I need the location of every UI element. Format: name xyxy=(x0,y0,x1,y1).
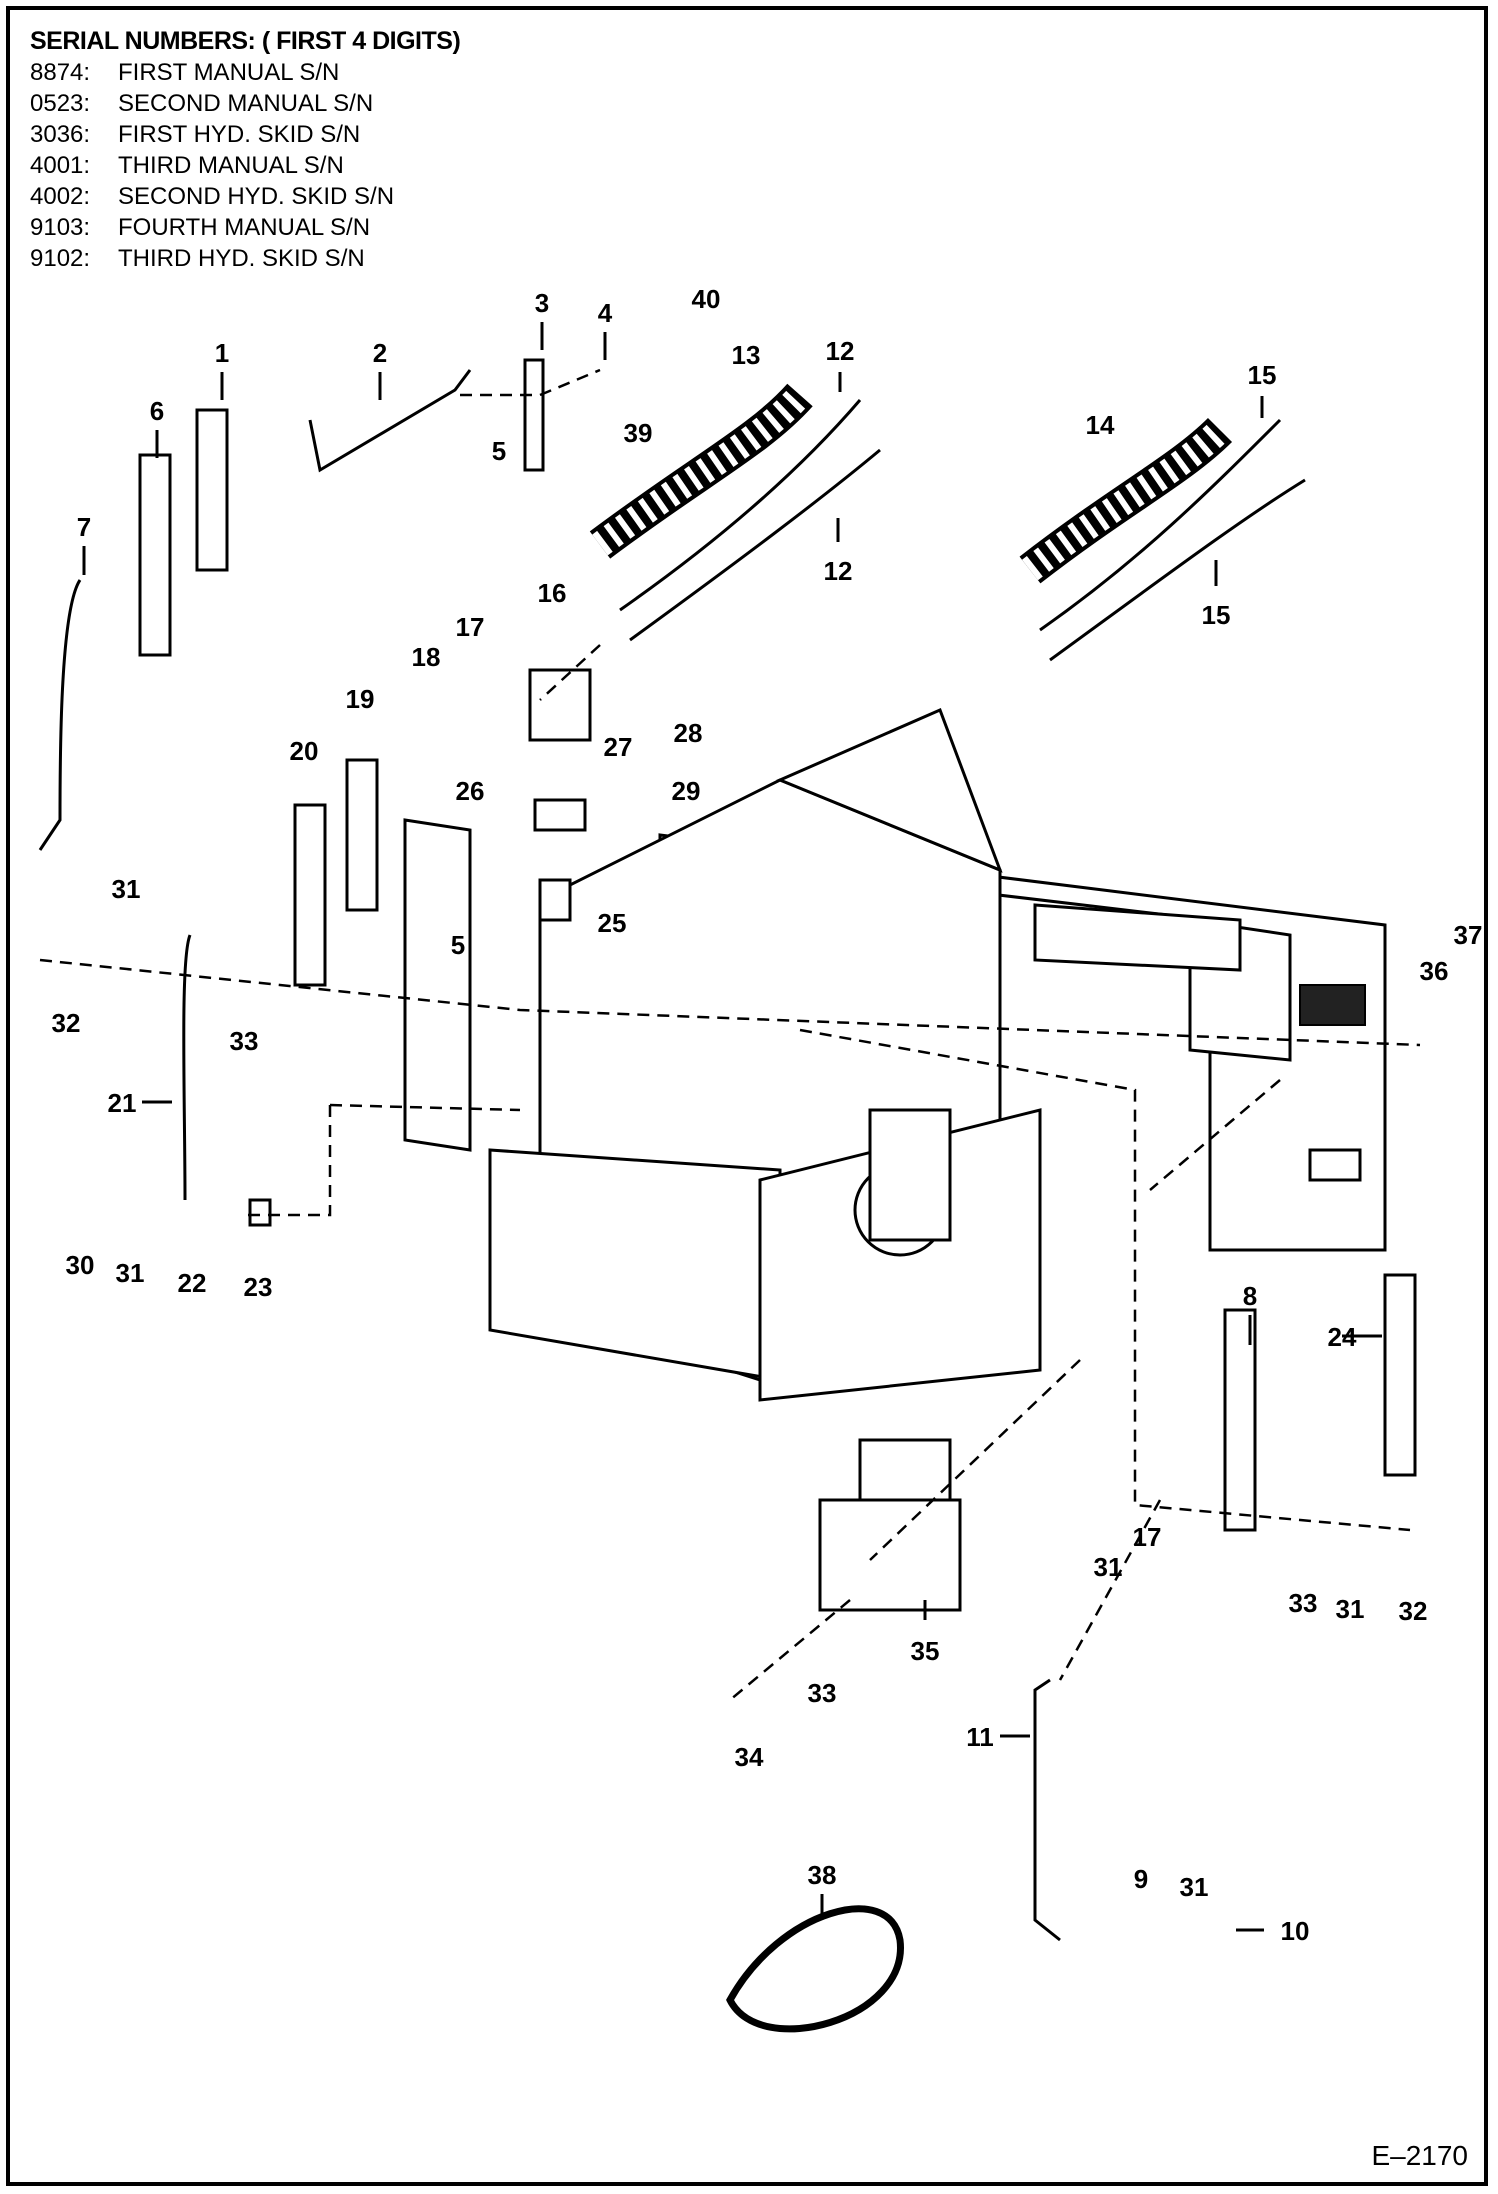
callout-14: 14 xyxy=(1086,410,1115,440)
serial-code: 3036: xyxy=(30,121,91,148)
callout-15: 15 xyxy=(1202,600,1231,630)
serial-code: 0523: xyxy=(30,90,91,117)
callout-35: 35 xyxy=(911,1636,940,1666)
callout-15: 15 xyxy=(1248,360,1277,390)
serial-desc: FIRST MANUAL S/N xyxy=(118,59,340,86)
callout-2: 2 xyxy=(373,338,387,368)
callout-37: 37 xyxy=(1454,920,1483,950)
callout-6: 6 xyxy=(150,396,164,426)
callout-12: 12 xyxy=(826,336,855,366)
callout-3: 3 xyxy=(535,288,549,318)
callout-30: 30 xyxy=(66,1250,95,1280)
serial-desc: THIRD HYD. SKID S/N xyxy=(118,245,365,272)
serial-code: 4002: xyxy=(30,183,91,210)
serial-number-legend: SERIAL NUMBERS: ( FIRST 4 DIGITS) 8874: F… xyxy=(30,26,461,274)
serial-row: 9103: FOURTH MANUAL S/N xyxy=(30,212,460,243)
serial-row: 0523: SECOND MANUAL S/N xyxy=(30,88,460,119)
callout-21: 21 xyxy=(108,1088,137,1118)
callout-32: 32 xyxy=(1399,1596,1428,1626)
serial-row: 8874: FIRST MANUAL S/N xyxy=(30,57,460,88)
serial-row: 3036: FIRST HYD. SKID S/N xyxy=(30,119,460,150)
callout-26: 26 xyxy=(456,776,485,806)
callout-38: 38 xyxy=(808,1860,837,1890)
callout-22: 22 xyxy=(178,1268,207,1298)
callout-20: 20 xyxy=(290,736,319,766)
callout-4: 4 xyxy=(598,298,613,328)
callout-5: 5 xyxy=(492,436,506,466)
serial-row: 4002: SECOND HYD. SKID S/N xyxy=(30,181,460,212)
callout-31: 31 xyxy=(1336,1594,1365,1624)
callout-33: 33 xyxy=(1289,1588,1318,1618)
callout-25: 25 xyxy=(598,908,627,938)
callout-31: 31 xyxy=(116,1258,145,1288)
main-housing xyxy=(403,707,1387,1402)
small-parts xyxy=(38,358,1417,2033)
serial-desc: FOURTH MANUAL S/N xyxy=(118,214,371,241)
callout-33: 33 xyxy=(808,1678,837,1708)
serial-desc: FIRST HYD. SKID S/N xyxy=(118,121,361,148)
callout-23: 23 xyxy=(244,1272,273,1302)
callout-8: 8 xyxy=(1243,1281,1257,1311)
callout-29: 29 xyxy=(672,776,701,806)
serial-desc: SECOND MANUAL S/N xyxy=(118,90,374,117)
serial-header: SERIAL NUMBERS: ( FIRST 4 DIGITS) xyxy=(30,27,461,55)
callout-27: 27 xyxy=(604,732,633,762)
callout-13: 13 xyxy=(732,340,761,370)
callout-11: 11 xyxy=(966,1722,994,1752)
assembly-lines xyxy=(39,368,1421,1701)
callout-32: 32 xyxy=(52,1008,81,1038)
serial-desc: THIRD MANUAL S/N xyxy=(118,152,344,179)
serial-row: 9102: THIRD HYD. SKID S/N xyxy=(30,243,460,274)
drawing-number: E–2170 xyxy=(1371,2140,1468,2171)
callout-34: 34 xyxy=(735,1742,764,1772)
callout-5: 5 xyxy=(451,930,465,960)
serial-code: 4001: xyxy=(30,152,91,179)
serial-code: 9102: xyxy=(30,245,91,272)
callout-31: 31 xyxy=(1180,1872,1209,1902)
callout-10: 10 xyxy=(1281,1916,1310,1946)
callout-31: 31 xyxy=(112,874,141,904)
diagram-border xyxy=(6,6,1488,2186)
callout-28: 28 xyxy=(674,718,703,748)
callout-39: 39 xyxy=(624,418,653,448)
serial-desc: SECOND HYD. SKID S/N xyxy=(118,183,395,210)
callout-leaders xyxy=(82,322,1382,1932)
callout-16: 16 xyxy=(538,578,567,608)
callout-17: 17 xyxy=(456,612,485,642)
callout-18: 18 xyxy=(412,642,441,672)
serial-code: 9103: xyxy=(30,214,91,241)
callout-9: 9 xyxy=(1134,1864,1148,1894)
callout-40: 40 xyxy=(692,284,721,314)
serial-code: 8874: xyxy=(30,59,91,86)
callout-12: 12 xyxy=(824,556,853,586)
callout-7: 7 xyxy=(77,512,91,542)
callout-33: 33 xyxy=(230,1026,259,1056)
callout-1: 1 xyxy=(215,338,229,368)
callout-19: 19 xyxy=(346,684,375,714)
hose-assembly-left xyxy=(589,383,881,642)
callout-31: 31 xyxy=(1094,1552,1123,1582)
callout-36: 36 xyxy=(1420,956,1449,986)
hose-assembly-right xyxy=(1019,417,1306,662)
callout-17: 17 xyxy=(1133,1522,1162,1552)
serial-row: 4001: THIRD MANUAL S/N xyxy=(30,150,460,181)
